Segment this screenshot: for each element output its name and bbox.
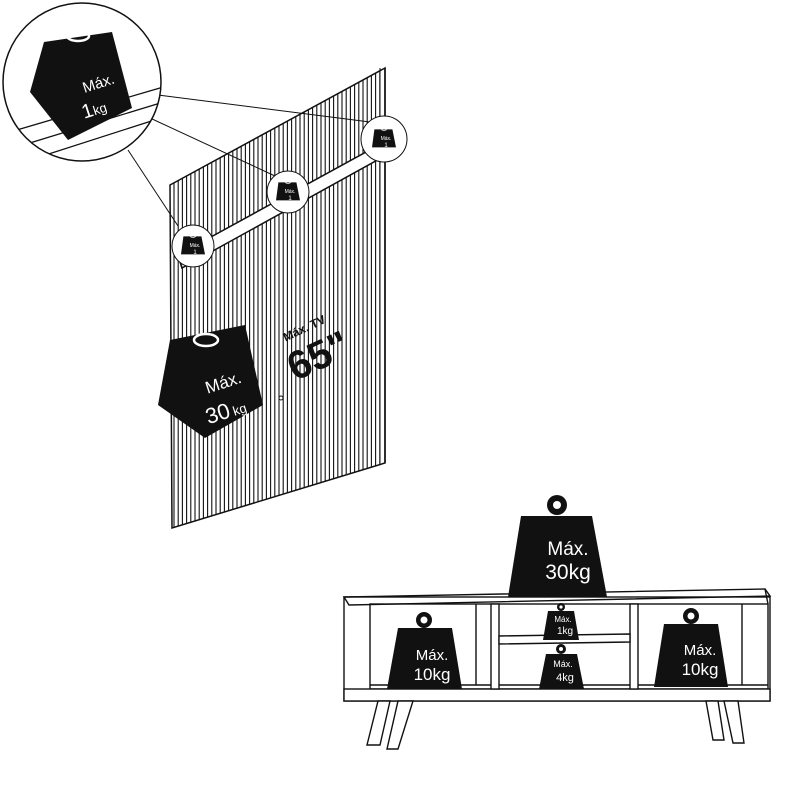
rack-right-weight: Máx. 10kg: [654, 608, 728, 687]
rack-left-weight-label-value: 10kg: [414, 665, 451, 684]
rack-center-bottom-weight: Máx. 4kg: [539, 644, 584, 689]
shelf-weight-3-label-max: Máx.: [381, 136, 392, 142]
zoom-weight-icon: [30, 29, 132, 140]
rack-center-bottom-weight-label-value: 4kg: [556, 672, 574, 684]
wall-panel: [169, 66, 386, 530]
shelf-weight-bubble-3: Máx. 1: [360, 115, 408, 163]
shelf-weight-bubble-2: Máx. 1: [266, 170, 310, 214]
shelf-weight-2-label-value: 1: [288, 196, 292, 202]
rack-center-top-weight-label-value: 1kg: [557, 626, 573, 637]
svg-text:1kg: 1kg: [79, 95, 109, 124]
rack-left-weight-label-max: Máx.: [416, 647, 449, 664]
shelf-weight-bubble-1: Máx. 1: [171, 224, 215, 268]
rack-center-top-weight: Máx. 1kg: [543, 603, 579, 640]
rack-top-weight: Máx. 30kg: [508, 495, 607, 597]
shelf-weight-3-label-value: 1: [384, 143, 388, 149]
shelf-weight-1-label-max: Máx.: [190, 243, 201, 249]
zoom-weight-label-unit: kg: [91, 100, 109, 119]
panel-main-weight-label-unit: kg: [231, 400, 249, 419]
shelf-weight-1-label-value: 1: [193, 250, 197, 256]
rack-center-bottom-weight-label-max: Máx.: [553, 659, 573, 669]
rack-top-weight-label-value: 30kg: [545, 561, 591, 584]
panel-main-weight: Máx. 30kg: [158, 325, 263, 438]
shelf-weight-2-label-max: Máx.: [285, 189, 296, 195]
rack-center-top-weight-label-max: Máx.: [554, 615, 571, 624]
zoom-connector-lines: [127, 94, 371, 227]
rack-right-weight-label-value: 10kg: [682, 660, 719, 679]
zoom-bubble: Máx. 1kg: [2, 2, 162, 162]
rack-left-weight: Máx. 10kg: [387, 612, 462, 689]
panel-screw-hole: [278, 395, 284, 401]
rack-top-weight-label-max: Máx.: [547, 539, 588, 560]
rack-right-weight-label-max: Máx.: [684, 642, 717, 659]
